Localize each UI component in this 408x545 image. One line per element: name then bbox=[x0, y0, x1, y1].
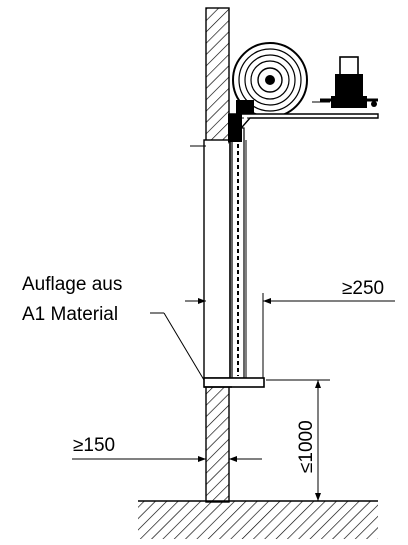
riser-cabinet bbox=[190, 127, 247, 379]
dim-1000-label: ≤1000 bbox=[296, 420, 317, 473]
support-callout: Auflage aus A1 Material bbox=[22, 274, 205, 381]
dimension-min-150: ≥150 bbox=[72, 435, 262, 462]
dimension-max-1000: ≤1000 bbox=[266, 379, 330, 501]
support-label-line2: A1 Material bbox=[22, 304, 118, 325]
support-plate bbox=[203, 377, 265, 388]
dim-250-label: ≥250 bbox=[342, 278, 384, 299]
floor bbox=[138, 500, 378, 539]
wall-bracket bbox=[228, 113, 379, 144]
hose-reel-icon bbox=[232, 42, 308, 118]
dimension-min-250: ≥250 bbox=[185, 278, 395, 378]
pump-unit-icon bbox=[312, 56, 378, 108]
dim-150-label: ≥150 bbox=[73, 435, 115, 456]
support-label-line1: Auflage aus bbox=[22, 274, 122, 295]
